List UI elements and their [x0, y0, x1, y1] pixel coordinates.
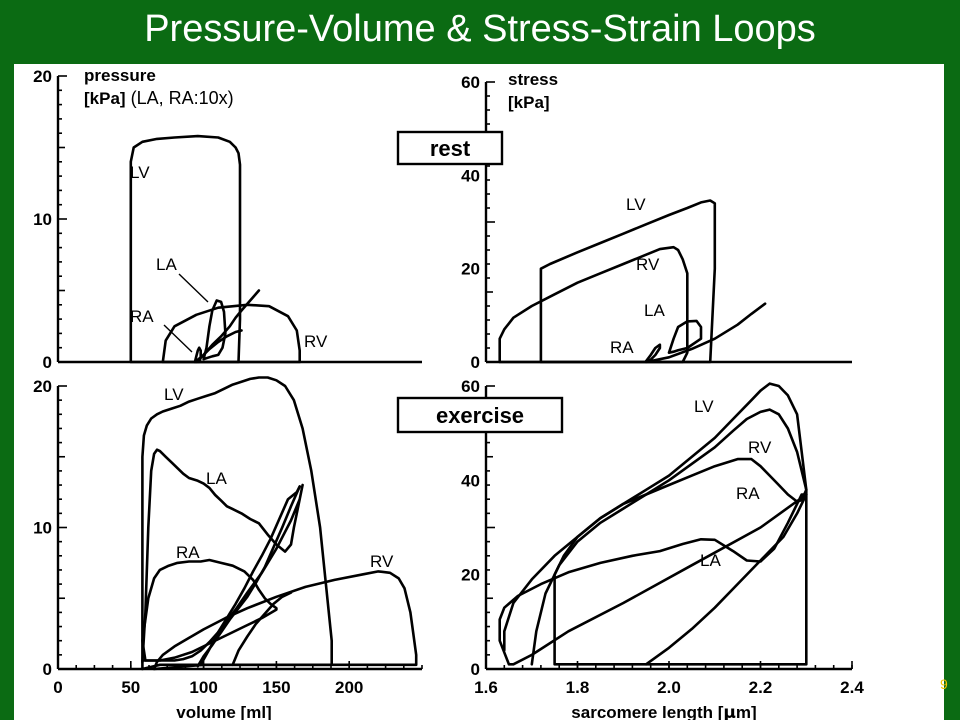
panel-1-ra-loop — [644, 343, 662, 363]
panel-0-y-tick-label: 0 — [43, 353, 52, 372]
panel-3-y-tick-label: 20 — [461, 566, 480, 585]
loops-figure: pressure [kPa] (LA, RA:10x) LV LA RA RV … — [33, 66, 864, 720]
panel-0-y-tick-label: 20 — [33, 67, 52, 86]
panel-3-y-tick-label: 60 — [461, 377, 480, 396]
panel-2-x-tick-label: 100 — [189, 678, 217, 697]
rest-pressure-ylabel-note: (LA, RA:10x) — [126, 88, 234, 108]
ex-sarcomere-xlabel-prefix: sarcomere length [ — [571, 703, 723, 720]
exercise-label: exercise — [436, 403, 524, 428]
rest-stress-rv-label: RV — [636, 255, 660, 274]
panel-1-la-loop — [667, 319, 703, 354]
rest-pressure-ylabel-line2: [kPa] (LA, RA:10x) — [84, 88, 234, 108]
panel-0-rv-loop — [161, 303, 301, 364]
rest-label: rest — [430, 136, 471, 161]
panel-1-y-tick-label: 60 — [461, 73, 480, 92]
ex-la-label: LA — [206, 469, 227, 488]
rest-stress-ylabel-line1: stress — [508, 70, 558, 89]
rest-stress-ylabel-line2: [kPa] — [508, 93, 550, 112]
panel-2-x-tick-label: 0 — [53, 678, 62, 697]
rest-stress-la-label: LA — [644, 301, 665, 320]
rest-lv-label: LV — [130, 163, 150, 182]
panel-3-rv-loop — [530, 408, 808, 666]
panel-0-la-loop — [202, 299, 227, 361]
exercise-stress-strain-chart: LV RV RA LA sarcomere length [μm] 0 20 40 6… — [461, 377, 864, 720]
panel-0-filling-curve-5-loop — [193, 329, 243, 364]
page-number: 9 — [940, 676, 948, 692]
ex-rv-label: RV — [370, 552, 394, 571]
ex-stress-la-label: LA — [700, 551, 721, 570]
panel-2-x-tick-label: 200 — [335, 678, 363, 697]
rest-ra-label: RA — [130, 307, 154, 326]
panel-3-x-tick-label: 2.2 — [749, 678, 773, 697]
panel-2-x-tick-label: 150 — [262, 678, 290, 697]
ex-stress-rv-label: RV — [748, 438, 772, 457]
panel-2-rv-loop — [152, 570, 418, 671]
rest-stress-lv-label: LV — [626, 195, 646, 214]
panel-3-x-tick-label: 1.6 — [474, 678, 498, 697]
rest-pressure-ylabel-unit: [kPa] — [84, 89, 126, 108]
rest-rv-label: RV — [304, 332, 328, 351]
panel-2-filling-curve-6-loop — [231, 591, 293, 667]
panel-2-lv-loop — [141, 376, 333, 671]
panel-1-y-tick-label: 0 — [471, 353, 480, 372]
ex-sarcomere-xlabel-suffix: m] — [736, 703, 757, 720]
panel-0-y-tick-label: 10 — [33, 210, 52, 229]
panel-2-filling-curve-5-loop — [196, 485, 301, 668]
panel-0-lv-loop — [129, 134, 242, 364]
panel-2-y-tick-label: 0 — [43, 660, 52, 679]
ex-sarcomere-xlabel-mu: μ — [723, 703, 736, 720]
panel-1-y-tick-label: 20 — [461, 260, 480, 279]
panel-3-ra-loop — [503, 457, 808, 652]
panel-2-filling-curve-4-loop — [199, 485, 301, 667]
panel-3-y-tick-label: 40 — [461, 471, 480, 490]
panel-2-la-loop — [141, 448, 304, 664]
ex-sarcomere-xlabel: sarcomere length [μm] — [571, 703, 756, 720]
panel-3-x-tick-label: 2.0 — [657, 678, 681, 697]
panel-2-y-tick-label: 20 — [33, 377, 52, 396]
rest-stress-strain-chart: stress [kPa] LV RV LA RA 0 20 40 60 — [461, 70, 852, 372]
rest-ra-leader — [163, 324, 193, 353]
exercise-box: exercise — [396, 396, 564, 434]
ex-stress-ra-label: RA — [736, 484, 760, 503]
panel-2-x-tick-label: 50 — [121, 678, 140, 697]
panel-1-y-tick-label: 40 — [461, 166, 480, 185]
panel-2-ra-loop — [141, 558, 278, 662]
panel-1-lv-loop — [539, 199, 717, 364]
ex-stress-lv-label: LV — [694, 397, 714, 416]
rest-stress-ra-label: RA — [610, 338, 634, 357]
ex-lv-label: LV — [164, 385, 184, 404]
panel-3-x-tick-label: 1.8 — [566, 678, 590, 697]
slide-title: Pressure-Volume & Stress-Strain Loops — [144, 8, 816, 50]
panel-2-y-tick-label: 10 — [33, 519, 52, 538]
ex-volume-xlabel: volume [ml] — [176, 703, 271, 720]
panel-3-filling-curve-4-loop — [644, 493, 808, 666]
figure-panel: pressure [kPa] (LA, RA:10x) LV LA RA RV … — [14, 64, 944, 720]
panel-3-la-loop — [498, 493, 808, 666]
panel-1-filling-curve-4-loop — [644, 302, 767, 364]
panel-3-y-tick-label: 0 — [471, 660, 480, 679]
panel-3-x-tick-label: 2.4 — [840, 678, 864, 697]
rest-la-label: LA — [156, 255, 177, 274]
rest-la-leader — [178, 273, 209, 303]
ex-ra-label: RA — [176, 543, 200, 562]
rest-pressure-volume-chart: pressure [kPa] (LA, RA:10x) LV LA RA RV … — [33, 66, 422, 372]
rest-box: rest — [396, 130, 504, 166]
rest-pressure-ylabel-line1: pressure — [84, 66, 156, 85]
